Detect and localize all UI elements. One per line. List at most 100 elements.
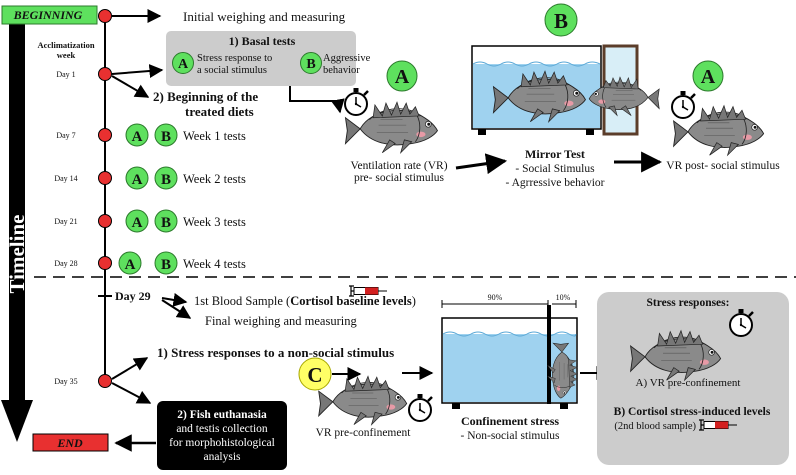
euthanasia-text-3: for morphohistological (169, 437, 275, 449)
node-day1 (98, 67, 112, 81)
aquarium-foot-left (478, 129, 486, 135)
badge-a-week2 (125, 166, 149, 190)
badge-a-vr-post (692, 60, 724, 92)
week2-row: A B Week 2 tests (125, 166, 246, 190)
day1-label: Day 1 (56, 70, 75, 79)
week2-text: Week 2 tests (183, 172, 246, 186)
week1-row: A B Week 1 tests (125, 123, 246, 147)
badge-b-week2 (154, 166, 178, 190)
mirror-item-2: - Agrressive behavior (506, 177, 605, 189)
vr-pre-social-text-2: pre- social stimulus (354, 172, 445, 184)
week4-text: Week 4 tests (183, 257, 246, 271)
arrow-vr-to-mirror (455, 153, 508, 175)
node-day28 (98, 256, 112, 270)
mirror-test-title: Mirror Test (525, 147, 585, 161)
badge-b-week4-label: B (161, 257, 171, 273)
arrow-diet (111, 75, 150, 98)
vr-pre-confinement-text: VR pre-confinement (316, 427, 412, 439)
final-weighing-text: Final weighing and measuring (205, 314, 357, 328)
arrow-final (161, 299, 192, 319)
badge-a-basal (172, 52, 194, 74)
badge-a-week4-label: A (125, 257, 136, 273)
end-label: END (56, 436, 83, 450)
badge-b-basal (300, 52, 322, 74)
beginning-label: BEGINNING (13, 8, 83, 22)
confinement-title: Confinement stress (461, 414, 559, 428)
badge-c (298, 357, 332, 391)
day7-label: Day 7 (56, 131, 75, 140)
basal-b-text-2: behavior (323, 65, 360, 76)
badge-b-basal-label: B (306, 57, 315, 72)
fish-confinement-icon (318, 375, 408, 426)
nonsocial-mid: Stress responses to a (171, 345, 288, 360)
blood1-bold: Cortisol baseline levels (290, 294, 412, 308)
stress-a-text: A) VR pre-confinement (636, 377, 741, 389)
badge-b-mirror-label: B (554, 9, 568, 33)
mirror-water-surface (472, 61, 601, 67)
badge-a-week4 (118, 251, 142, 275)
nonsocial-prefix: 1) (157, 345, 171, 360)
stress-b-text: B) Cortisol stress-induced levels (614, 406, 771, 418)
blood1-suffix: ) (412, 294, 416, 308)
vr-pre-social-text-1: Ventilation rate (VR) (350, 160, 447, 172)
badge-a-vr-post-label: A (701, 66, 716, 88)
pct-90-label: 90% (488, 293, 503, 302)
euthanasia-text-4: analysis (203, 451, 241, 463)
stopwatch-confinement-icon (407, 392, 434, 423)
badge-b-week2-label: B (161, 172, 171, 188)
badge-a-week3-label: A (132, 215, 143, 231)
badge-a-week1 (125, 123, 149, 147)
timeline-label: Timeline (5, 215, 29, 294)
arrow-blood1 (161, 293, 188, 307)
pct-10-label: 10% (556, 293, 571, 302)
confinement-item: - Non-social stimulus (460, 430, 560, 442)
blood1-text: 1st Blood Sample (Cortisol baseline leve… (194, 294, 416, 308)
confinement-divider (547, 305, 551, 404)
arrow-basal (111, 64, 164, 78)
mirror-item-1: - Social Stimulus (515, 163, 595, 175)
confinement-water-surface (442, 331, 577, 337)
week1-text: Week 1 tests (183, 129, 246, 143)
euthanasia-text-1: 2) Fish euthanasia (177, 409, 267, 421)
stress-b-note: (2nd blood sample) (614, 421, 696, 432)
day14-label: Day 14 (54, 174, 77, 183)
basal-b-text-1: Aggressive (323, 53, 371, 64)
week3-text: Week 3 tests (183, 215, 246, 229)
badge-b-week4 (154, 251, 178, 275)
vr-post-social-text: VR post- social stimulus (666, 160, 780, 172)
badge-b-mirror (544, 3, 578, 37)
euthanasia-box (157, 401, 287, 470)
confinement-foot-left (452, 403, 460, 409)
basal-a-text-2: a social stimulus (197, 65, 267, 76)
badge-b-week1 (154, 123, 178, 147)
week4-row: A B Week 4 tests (118, 251, 246, 275)
badge-a-week2-label: A (132, 172, 143, 188)
node-day7 (98, 128, 112, 142)
timeline-shaft (9, 22, 25, 406)
basal-tests-title: 1) Basal tests (229, 34, 296, 48)
day35-label: Day 35 (54, 377, 77, 386)
badge-a-basal-label: A (178, 57, 189, 72)
end-box (32, 433, 109, 452)
beginning-box (1, 5, 98, 25)
arrow-basal-to-vr (289, 86, 345, 114)
euthanasia-text-2: and testis collection (176, 423, 268, 435)
diet-text-1: 2) Beginning of the (153, 89, 258, 104)
blood1-prefix: 1st Blood Sample ( (194, 294, 290, 308)
confinement-foot-right (560, 403, 568, 409)
initial-weighing-text: Initial weighing and measuring (183, 9, 346, 24)
nonsocial-bold: non-social stimulus (288, 345, 395, 360)
badge-a-vr-pre (386, 60, 418, 92)
acclimatization-label-1: Acclimatization (37, 40, 94, 50)
arrow-euthanasia (111, 382, 152, 404)
day21-label: Day 21 (54, 217, 77, 226)
stopwatch-post-icon (670, 89, 697, 120)
badge-a-week1-label: A (132, 129, 143, 145)
badge-b-week3-label: B (161, 215, 171, 231)
week3-row: A B Week 3 tests (125, 209, 246, 233)
stress-title: Stress responses: (647, 297, 730, 309)
node-day35 (98, 374, 112, 388)
badge-c-label: C (307, 363, 322, 387)
